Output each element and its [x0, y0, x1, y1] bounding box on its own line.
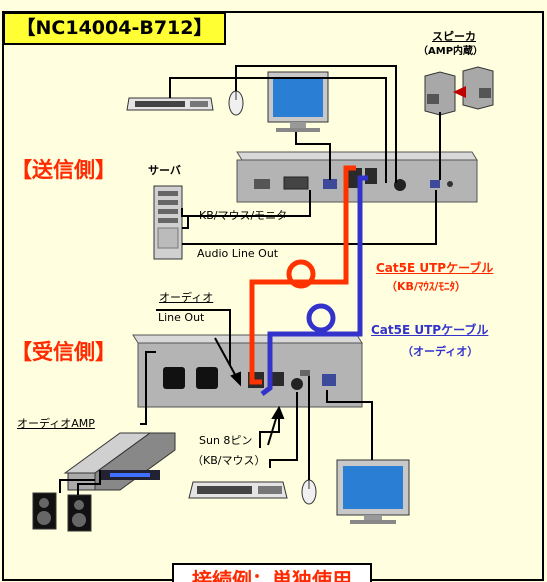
blue-cable-loop — [306, 303, 336, 333]
monitor-bottom-icon — [336, 459, 410, 524]
sender-unit — [236, 151, 478, 203]
speaker-pair-icon — [32, 492, 92, 532]
speaker-sub-label: （AMP内蔵） — [418, 46, 484, 57]
model-badge: 【NC14004-B712】 — [3, 12, 226, 45]
sender-cables — [169, 65, 441, 245]
receiver-side-label: 【受信側】 — [11, 340, 116, 364]
server-icon — [153, 185, 183, 260]
blue-cable-label: Cat5E UTPケーブル — [371, 323, 489, 337]
red-cable-label: Cat5E UTPケーブル — [376, 261, 494, 275]
red-cable-line — [249, 165, 356, 385]
line-out-label: Line Out — [158, 311, 205, 324]
kb-mouse-label: （KB/マウス） — [192, 454, 266, 467]
sender-side-label: 【送信側】 — [11, 158, 116, 182]
audio-label: オーディオ — [159, 291, 214, 304]
mouse-top-icon — [228, 90, 244, 116]
audio-line-out-label: Audio Line Out — [197, 247, 279, 260]
blue-cable-line — [260, 175, 368, 396]
audio-amp-icon — [63, 432, 176, 491]
footer-caption: 接続例：単独使用 — [172, 563, 372, 582]
keyboard-bottom-icon — [188, 481, 288, 499]
red-cable-loop — [286, 259, 316, 289]
keyboard-top-icon — [126, 97, 214, 111]
monitor-top-icon — [267, 71, 329, 132]
blue-cable-sub-label: （オーディオ） — [402, 345, 479, 358]
mouse-bottom-icon — [301, 479, 317, 505]
arrows — [214, 337, 285, 446]
receiver-cables — [59, 309, 373, 495]
sun-8pin-label: Sun 8ピン — [199, 434, 253, 447]
speaker-label: スピーカ — [432, 30, 476, 43]
server-label: サーバ — [148, 164, 181, 177]
red-cable-sub-label: （KB/ﾏｳｽ/ﾓﾆﾀ） — [386, 280, 466, 293]
kb-mouse-monitor-label: KB/マウス/モニタ — [199, 209, 288, 222]
audio-amp-label: オーディオAMP — [17, 417, 95, 430]
speakers-icon — [424, 66, 494, 116]
